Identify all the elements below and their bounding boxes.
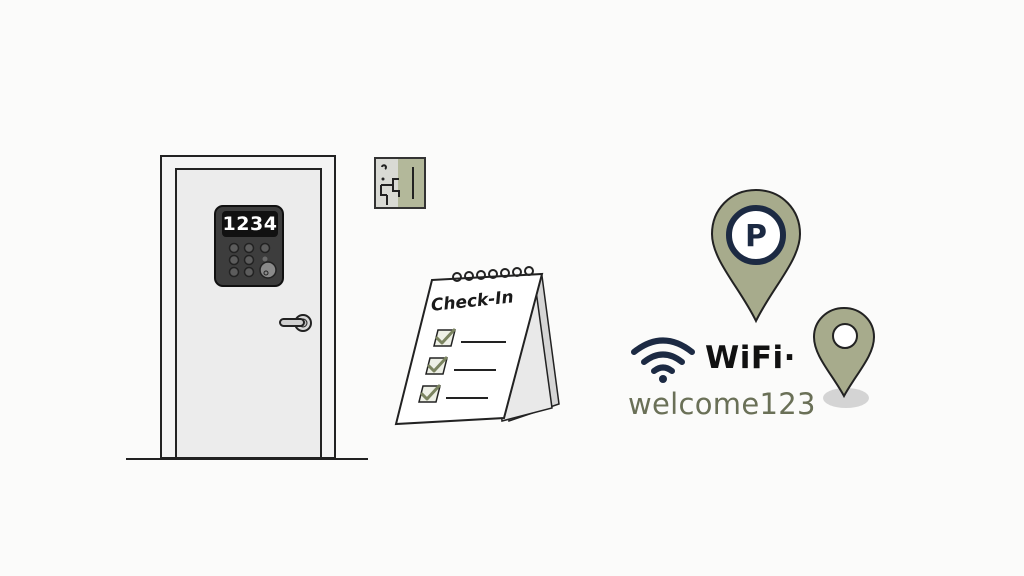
door-frame-icon [160, 155, 336, 459]
wifi-symbol [630, 335, 696, 383]
restroom-sign-icon [374, 157, 426, 209]
wifi-label: WiFi· [705, 340, 796, 376]
door-handle-icon [279, 314, 312, 332]
checklist [418, 328, 528, 410]
checklist-icon [418, 328, 506, 403]
keypad-code-display: 1234 [222, 211, 278, 237]
location-pin[interactable] [812, 306, 876, 410]
map-pin-icon [710, 188, 802, 324]
wall-sign [374, 157, 426, 209]
wifi-password: welcome123 [628, 387, 816, 421]
door [160, 155, 340, 460]
parking-letter: P [745, 219, 767, 254]
map-pin-icon [812, 306, 876, 408]
door-handle[interactable] [279, 313, 315, 333]
wifi-icon [631, 337, 695, 383]
parking-pin[interactable] [710, 188, 802, 324]
